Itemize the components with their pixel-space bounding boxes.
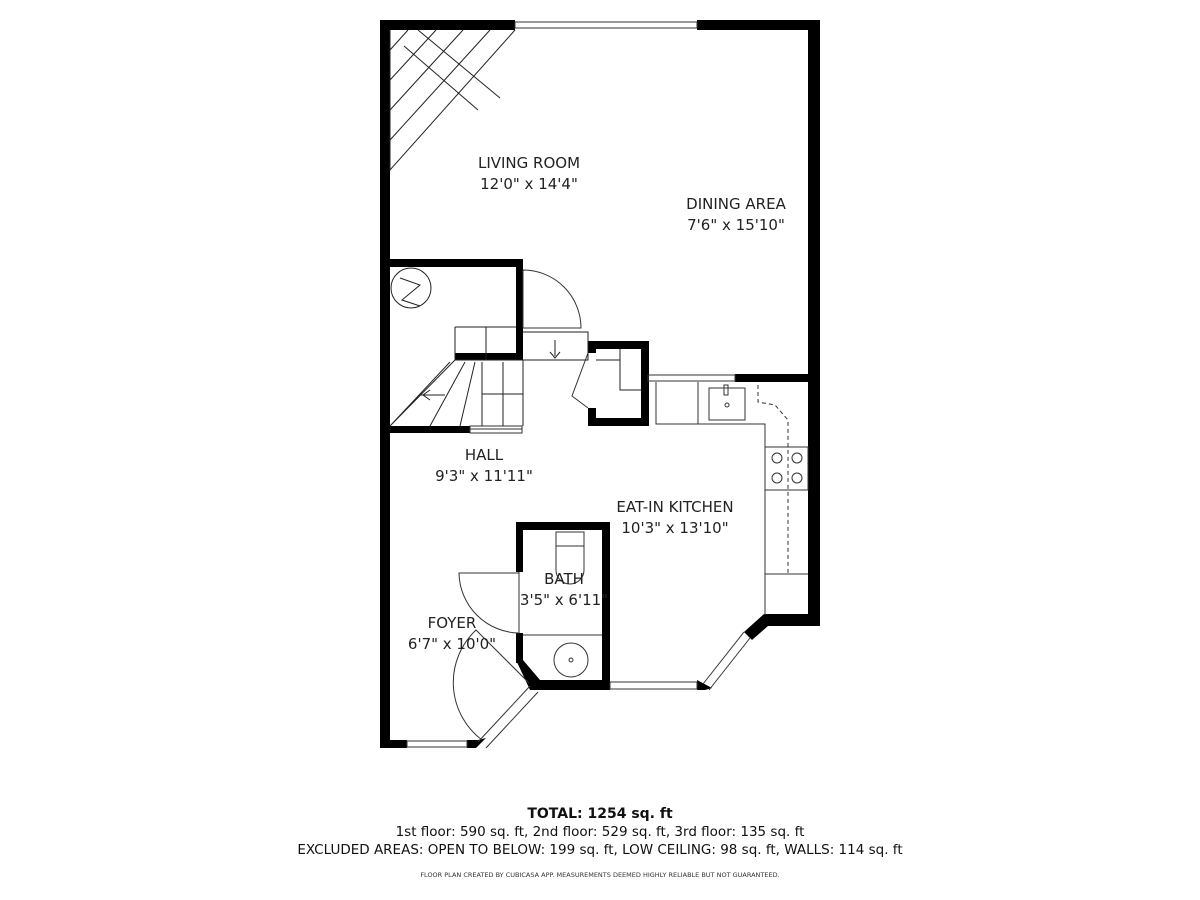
room-dims: 9'3" x 11'11" — [435, 467, 533, 485]
total-area: TOTAL: 1254 sq. ft — [527, 806, 673, 822]
room-hall: HALL 9'3" x 11'11" — [435, 445, 533, 487]
window-dining-kitchen — [647, 374, 736, 382]
room-bath: BATH 3'5" x 6'11" — [520, 569, 608, 611]
wall-right — [808, 20, 820, 626]
bath-sink — [553, 642, 589, 678]
room-dims: 7'6" x 15'10" — [687, 216, 785, 234]
wall-foyer-bottom — [380, 740, 407, 748]
door-small-closet — [571, 352, 589, 409]
wall-small-closet-bottom — [588, 418, 649, 426]
floor-areas: 1st floor: 590 sq. ft, 2nd floor: 529 sq… — [395, 824, 805, 840]
wall-kitchen-bottom — [530, 680, 610, 690]
spiral-icon — [390, 267, 432, 309]
wall-dining-kitchen — [735, 374, 815, 382]
stairs — [389, 29, 641, 427]
kitchen-fixtures — [523, 382, 809, 678]
excluded-areas: EXCLUDED AREAS: OPEN TO BELOW: 199 sq. f… — [297, 842, 903, 858]
room-dims: 3'5" x 6'11" — [519, 591, 609, 609]
room-kitchen: EAT-IN KITCHEN 10'3" x 13'10" — [616, 497, 733, 539]
wall-left — [380, 20, 390, 748]
wall-hall-top — [390, 426, 470, 433]
disclaimer: FLOOR PLAN CREATED BY CUBICASA APP. MEAS… — [420, 871, 780, 879]
stairs-upper — [389, 29, 516, 172]
room-name: BATH — [544, 570, 584, 588]
room-name: EAT-IN KITCHEN — [616, 498, 734, 516]
door-bath — [458, 572, 520, 634]
room-foyer: FOYER 6'7" x 10'0" — [408, 613, 496, 655]
room-living: LIVING ROOM 12'0" x 14'4" — [478, 153, 580, 195]
room-name: FOYER — [427, 614, 477, 632]
door-foyer — [452, 629, 530, 741]
window-top — [514, 21, 698, 29]
wall-bath-right — [602, 522, 610, 690]
room-dining: DINING AREA 7'6" x 15'10" — [686, 194, 786, 236]
room-name: HALL — [464, 446, 504, 464]
room-dims: 6'7" x 10'0" — [407, 635, 497, 653]
wall-bath-top — [516, 522, 610, 530]
window-foyer — [406, 740, 468, 748]
stove — [764, 446, 809, 491]
room-name: DINING AREA — [686, 195, 786, 213]
sink — [708, 387, 746, 421]
wall-closet-top — [390, 259, 523, 267]
stairs-lower — [454, 326, 589, 361]
door-closet — [522, 269, 582, 329]
toilet — [555, 531, 585, 585]
wall-small-closet-top — [588, 341, 648, 349]
wall-closet-bottom — [455, 353, 523, 360]
room-dims: 12'0" x 14'4" — [480, 175, 578, 193]
wall-small-closet-right — [641, 341, 649, 426]
room-name: LIVING ROOM — [477, 154, 581, 172]
wall-closet-right — [516, 259, 523, 360]
wall-top-right — [697, 20, 820, 30]
window-kitchen-bottom — [609, 681, 698, 690]
room-dims: 10'3" x 13'10" — [621, 519, 729, 537]
wall-bath-left — [516, 522, 523, 572]
walls — [380, 20, 820, 748]
wall-top-left — [380, 20, 515, 30]
windows-doors — [406, 21, 751, 749]
wall-kitchen-corner — [744, 614, 820, 640]
